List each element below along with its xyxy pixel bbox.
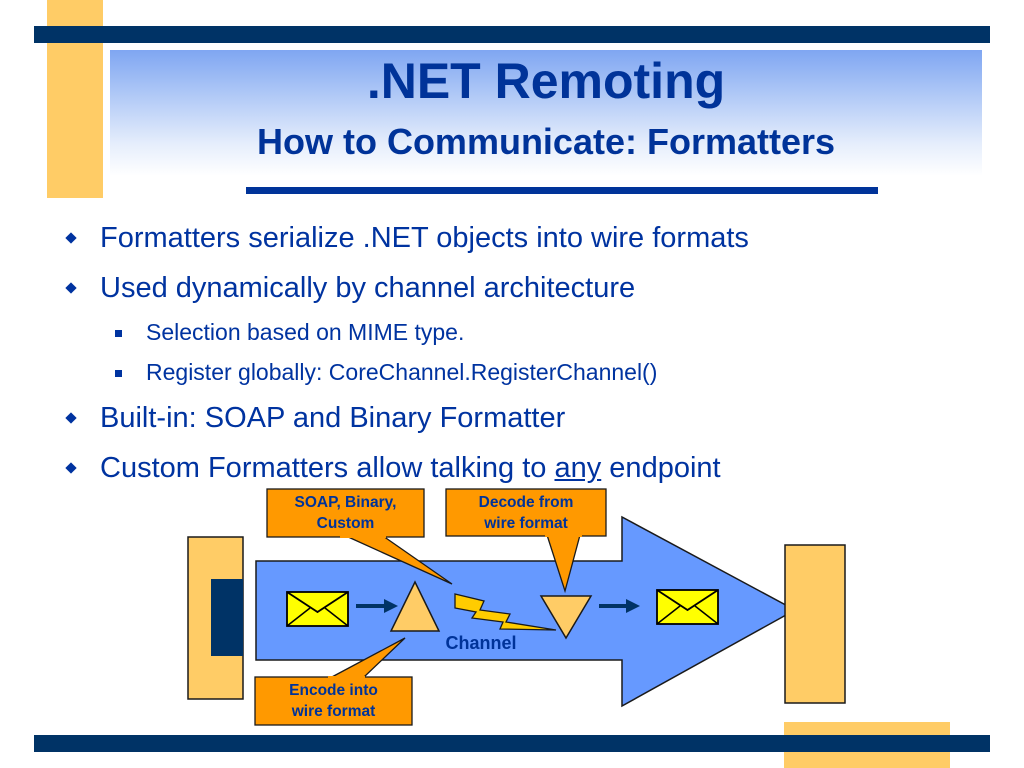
bullet-item: Used dynamically by channel architecture — [60, 270, 980, 306]
bullet-emphasis: any — [554, 452, 602, 484]
sub-bullet-item: Selection based on MIME type. — [60, 318, 980, 346]
callout-formats-line2: Custom — [317, 515, 375, 532]
bullet-text-end: endpoint — [601, 452, 721, 484]
small-arrow-icon — [599, 599, 640, 613]
decoder-triangle — [539, 595, 593, 640]
channel-label: Channel — [445, 633, 516, 653]
callout-decode-line2: wire format — [483, 515, 568, 532]
small-arrow-icon — [356, 599, 398, 613]
callout-encode-line2: wire format — [291, 703, 376, 720]
envelope-icon — [286, 591, 349, 627]
callout-encode-line1: Encode into — [289, 682, 378, 699]
callout-encode: Encode into wire format — [254, 637, 413, 726]
callout-decode-line1: Decode from — [479, 494, 574, 511]
sub-bullet-text: Selection based on MIME type. — [146, 319, 465, 345]
callout-decode: Decode from wire format — [445, 488, 607, 594]
bottom-navy-bar — [34, 735, 990, 752]
receiver-endpoint-box — [784, 544, 846, 704]
square-bullet-icon — [115, 330, 122, 337]
top-navy-bar — [34, 26, 990, 43]
slide-subtitle: How to Communicate: Formatters — [256, 121, 836, 162]
channel-arrow — [255, 515, 797, 708]
callout-formats-line1: SOAP, Binary, — [295, 494, 397, 511]
bullet-item: Formatters serialize .NET objects into w… — [60, 220, 980, 256]
sender-port — [211, 579, 243, 656]
title-gradient-band — [110, 50, 982, 176]
bullet-text-start: Custom Formatters allow talking to — [100, 452, 555, 484]
envelope-icon — [656, 589, 719, 625]
bullet-item: Built-in: SOAP and Binary Formatter — [60, 400, 980, 436]
bullet-list: Formatters serialize .NET objects into w… — [60, 220, 980, 500]
bullet-text: Used dynamically by channel architecture — [100, 272, 636, 304]
lightning-bolt-icon — [454, 593, 557, 631]
square-bullet-icon — [115, 370, 122, 377]
bullet-text: Formatters serialize .NET objects into w… — [100, 222, 749, 254]
sub-bullet-item: Register globally: CoreChannel.RegisterC… — [60, 358, 980, 386]
encoder-triangle — [389, 580, 441, 632]
bullet-text: Built-in: SOAP and Binary Formatter — [100, 402, 566, 434]
bullet-item: Custom Formatters allow talking to any e… — [60, 450, 980, 486]
sub-bullet-text: Register globally: CoreChannel.RegisterC… — [146, 359, 658, 385]
callout-formats: SOAP, Binary, Custom — [266, 488, 453, 585]
title-underline-rule — [246, 187, 878, 194]
slide-title: .NET Remoting — [366, 53, 726, 109]
